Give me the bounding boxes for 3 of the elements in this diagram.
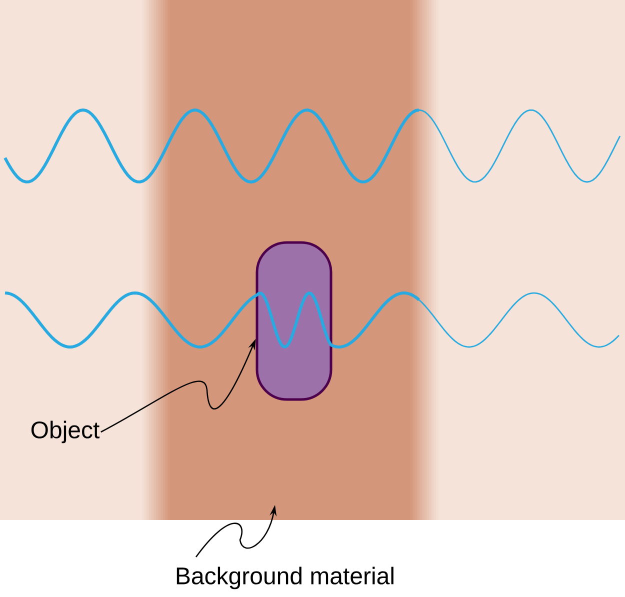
label-text: Object [31, 420, 100, 444]
object-capsule [256, 241, 332, 401]
label-text: Background material [176, 566, 394, 590]
